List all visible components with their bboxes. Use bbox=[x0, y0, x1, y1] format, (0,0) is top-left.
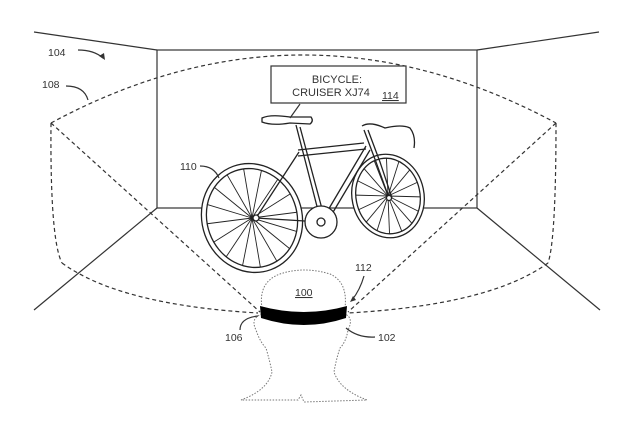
wheel-spoke bbox=[242, 217, 253, 266]
wheel-spoke bbox=[251, 217, 290, 250]
ref-106: 106 bbox=[225, 332, 243, 344]
wheel-spoke bbox=[357, 180, 389, 197]
wheel-spoke bbox=[225, 217, 253, 258]
info-label-line1: BICYCLE: bbox=[312, 74, 362, 86]
info-label-box bbox=[270, 65, 407, 104]
head-dome bbox=[260, 269, 346, 309]
ref-110-leader bbox=[199, 165, 220, 179]
wheel-spoke bbox=[387, 195, 419, 212]
ref-102-leader bbox=[345, 327, 376, 338]
rear-wheel bbox=[200, 162, 304, 274]
ref-112-leader bbox=[351, 275, 365, 301]
wheel-spoke bbox=[251, 178, 279, 219]
wheel-spoke bbox=[207, 204, 253, 219]
fov-bottom-right-arc bbox=[347, 262, 549, 314]
wheel-spoke bbox=[251, 170, 262, 219]
wheel-spoke bbox=[226, 174, 253, 219]
crank-hub bbox=[316, 217, 326, 227]
fov-top-arc bbox=[50, 54, 557, 124]
fov-right-edge bbox=[547, 122, 557, 264]
ref-106-leader bbox=[239, 315, 259, 331]
ref-114: 114 bbox=[382, 90, 399, 102]
wheel-spoke bbox=[213, 217, 253, 243]
ref-104-arrow bbox=[77, 49, 104, 59]
wheel-spoke bbox=[358, 195, 389, 211]
arrowhead-icon bbox=[99, 53, 105, 60]
front-hub bbox=[385, 194, 393, 202]
arrowhead-icon bbox=[350, 296, 356, 302]
wheel-spoke bbox=[376, 195, 389, 231]
wheel-spoke bbox=[387, 195, 403, 232]
head-outline bbox=[240, 313, 368, 403]
wheel-spoke bbox=[363, 168, 389, 197]
wheel-spoke bbox=[387, 195, 421, 198]
floor-edge-left bbox=[33, 207, 158, 311]
ref-110: 110 bbox=[180, 161, 197, 173]
wheel-spoke bbox=[387, 195, 413, 224]
ref-102: 102 bbox=[378, 332, 396, 344]
user-head: 100 bbox=[240, 269, 368, 403]
wheel-spoke bbox=[387, 181, 418, 197]
wheel-spoke bbox=[251, 217, 261, 268]
wheel-spoke bbox=[386, 158, 389, 197]
ref-104: 104 bbox=[48, 47, 66, 59]
field-of-view bbox=[50, 54, 557, 314]
bike-handlebar bbox=[361, 123, 416, 149]
ceiling-edge-left bbox=[33, 31, 158, 51]
reference-numerals: 104 108 110 112 102 106 bbox=[42, 47, 396, 344]
wheel-spoke bbox=[243, 168, 253, 219]
wheel-spoke bbox=[251, 217, 278, 262]
rear-hub bbox=[252, 214, 260, 222]
wheel-spoke bbox=[214, 186, 253, 219]
floor-edge-right bbox=[476, 207, 601, 311]
ref-112: 112 bbox=[355, 262, 372, 274]
wheel-spoke bbox=[251, 217, 297, 232]
info-label-line2: CRUISER XJ74 bbox=[292, 87, 370, 99]
ceiling-edge-right bbox=[476, 31, 600, 51]
info-label: BICYCLE: CRUISER XJ74 114 bbox=[270, 65, 407, 119]
info-label-pointer bbox=[289, 103, 301, 119]
wheel-spoke bbox=[387, 169, 411, 197]
bike-seat bbox=[261, 115, 313, 125]
headset-band bbox=[260, 306, 347, 325]
fov-bottom-left-arc bbox=[61, 262, 259, 314]
bike-frame bbox=[255, 124, 393, 225]
wheel-spoke bbox=[355, 194, 389, 197]
fov-left-edge bbox=[50, 122, 63, 264]
wheel-spoke bbox=[207, 217, 253, 225]
wheel-spoke bbox=[387, 195, 390, 234]
fov-left-ray bbox=[50, 122, 261, 313]
wheel-spoke bbox=[365, 195, 389, 223]
ref-100: 100 bbox=[295, 287, 313, 299]
fov-right-ray bbox=[347, 122, 557, 313]
ref-108-leader bbox=[65, 85, 89, 101]
bicycle bbox=[200, 115, 425, 274]
ref-108: 108 bbox=[42, 79, 60, 91]
